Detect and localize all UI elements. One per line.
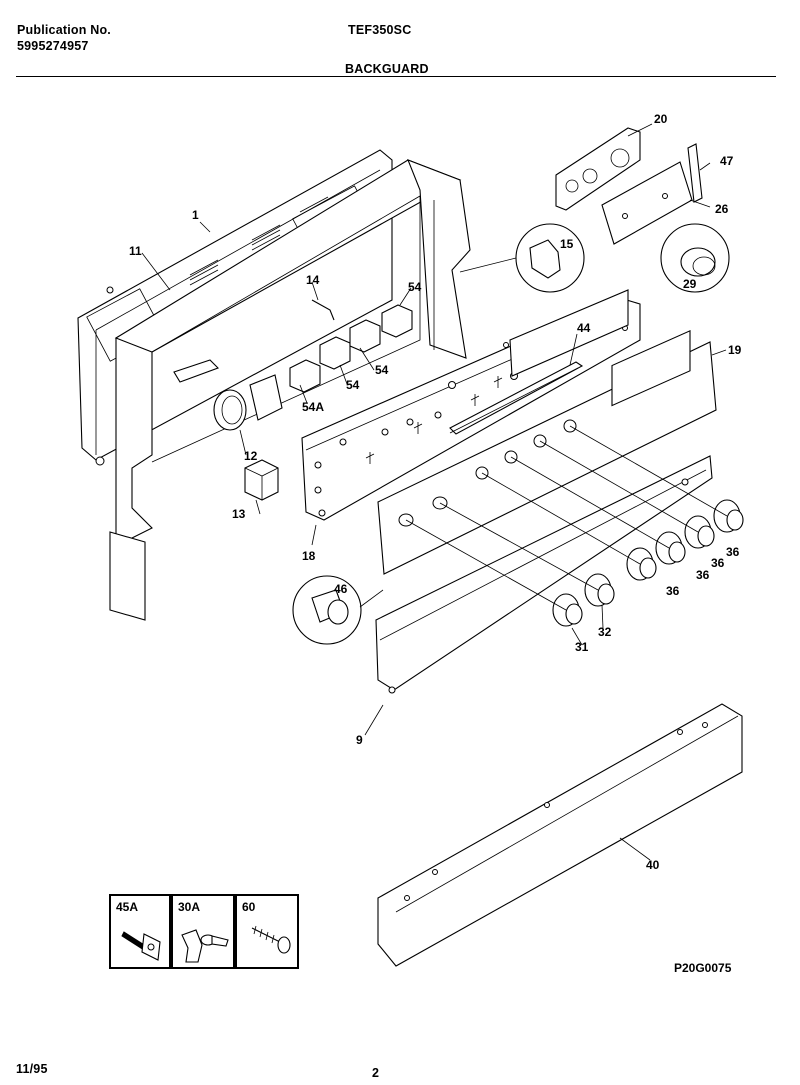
bottom-trim-40 <box>377 703 743 967</box>
callout-32: 32 <box>598 625 612 639</box>
svg-text:45A: 45A <box>116 900 138 914</box>
svg-text:30A: 30A <box>178 900 200 914</box>
footer-date: 11/95 <box>16 1062 48 1076</box>
switch-13 <box>244 459 279 501</box>
callout-29: 29 <box>683 277 697 291</box>
lower-panel-9 <box>375 455 713 694</box>
switch-54-c <box>381 304 413 338</box>
knob-32 <box>584 573 615 607</box>
callout-36-a: 36 <box>726 545 740 559</box>
inset-15 <box>515 223 585 293</box>
callout-44: 44 <box>577 321 591 335</box>
callout-9: 9 <box>356 733 363 747</box>
callout-1: 1 <box>192 208 199 222</box>
screw-icon <box>251 925 291 954</box>
knob-31 <box>552 593 583 627</box>
section-title: BACKGUARD <box>345 62 429 76</box>
switch-54-b <box>349 319 381 353</box>
screw-with-clip-icon <box>121 931 161 961</box>
header-rule <box>16 76 776 77</box>
callout-11: 11 <box>129 244 142 258</box>
svg-text:60: 60 <box>242 900 256 914</box>
knob-36-a <box>626 547 657 581</box>
callout-46: 46 <box>334 582 348 596</box>
backguard-housing <box>109 159 471 621</box>
hardware-box-45a: 45A <box>109 894 171 969</box>
switch-54a <box>289 359 321 393</box>
lens-26 <box>601 161 693 245</box>
hardware-box-30a: 30A <box>171 894 235 969</box>
callout-19: 19 <box>728 343 742 357</box>
publication-label: Publication No. <box>17 23 111 37</box>
callout-36-b: 36 <box>711 556 725 570</box>
callout-31: 31 <box>575 640 589 654</box>
callout-54a: 54A <box>302 400 324 414</box>
knob-36-c <box>684 515 715 549</box>
bracket-47 <box>687 143 703 203</box>
indicator-light-12 <box>213 389 247 431</box>
callout-13: 13 <box>232 507 246 521</box>
inset-46 <box>292 575 362 645</box>
hardware-box-60: 60 <box>235 894 299 969</box>
figure-code: P20G0075 <box>674 961 732 975</box>
callout-36-d: 36 <box>666 584 680 598</box>
knob-36-d <box>713 499 744 533</box>
model-number: TEF350SC <box>348 23 412 37</box>
callout-18: 18 <box>302 549 316 563</box>
callout-54-mid: 54 <box>375 363 389 377</box>
callout-12: 12 <box>244 449 258 463</box>
switch-54-a <box>319 336 351 370</box>
callout-47: 47 <box>720 154 734 168</box>
callout-40: 40 <box>646 858 660 872</box>
callout-54-low: 54 <box>346 378 360 392</box>
front-panel-19 <box>377 329 717 575</box>
callout-14: 14 <box>306 273 320 287</box>
knob-36-b <box>655 531 686 565</box>
callout-15: 15 <box>560 237 574 251</box>
page-number: 2 <box>372 1066 380 1080</box>
publication-number: 5995274957 <box>17 39 89 53</box>
callout-36-c: 36 <box>696 568 710 582</box>
inset-29 <box>660 223 730 293</box>
callout-26: 26 <box>715 202 729 216</box>
callout-54-top: 54 <box>408 280 422 294</box>
callout-20: 20 <box>654 112 668 126</box>
spring-clip-icon <box>181 929 229 963</box>
